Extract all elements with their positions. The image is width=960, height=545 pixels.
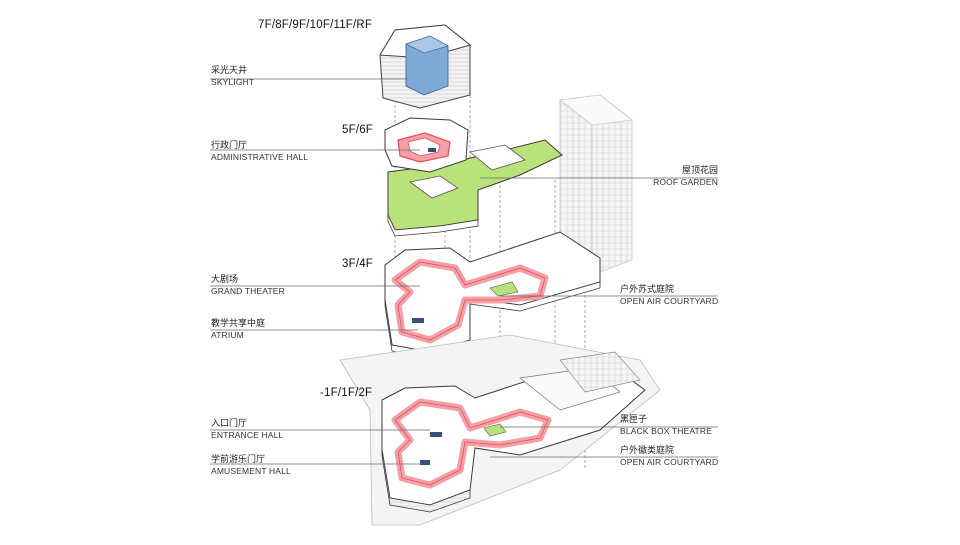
label-courtyard-su-en: OPEN AIR COURTYARD [620, 296, 719, 306]
label-atrium-en: ATRIUM [211, 330, 244, 340]
label-amusement-hall: 学前游乐门厅 AMUSEMENT HALL [211, 455, 291, 477]
label-amusement-hall-en: AMUSEMENT HALL [211, 466, 291, 476]
floor-title-ground: -1F/1F/2F [320, 387, 373, 399]
label-black-box: 黑匣子 BLACK BOX THEATRE [620, 415, 712, 437]
label-skylight-cn: 采光天井 [211, 66, 248, 76]
label-entrance-hall-en: ENTRANCE HALL [211, 430, 284, 440]
label-courtyard-su-cn: 户外苏式庭院 [620, 285, 675, 295]
label-courtyard-hui: 户外徽类庭院 OPEN AIR COURTYARD [620, 446, 718, 468]
floor-title-5-6: 5F/6F [342, 124, 374, 136]
label-courtyard-hui-en: OPEN AIR COURTYARD [620, 457, 719, 467]
label-admin-hall: 行政门厅 ADMINISTRATIVE HALL [211, 141, 308, 163]
upper-floors-block [379, 24, 472, 109]
floor-5-6 [384, 117, 563, 237]
label-roof-garden-cn: 屋顶花园 [681, 166, 718, 176]
label-admin-hall-cn: 行政门厅 [211, 141, 248, 151]
label-admin-hall-en: ADMINISTRATIVE HALL [211, 152, 309, 162]
floor-b1-2 [339, 334, 661, 526]
label-black-box-en: BLACK BOX THEATRE [620, 426, 712, 436]
label-black-box-cn: 黑匣子 [620, 415, 648, 425]
label-entrance-hall: 入口门厅 ENTRANCE HALL [211, 419, 283, 441]
leader-lines [210, 78, 718, 465]
label-grand-theater: 大剧场 GRAND THEATER [211, 275, 285, 297]
floor-title-upper: 7F/8F/9F/10F/11F/RF [258, 19, 373, 31]
tower-block [558, 94, 634, 276]
floor-title-3-4: 3F/4F [342, 258, 374, 270]
label-atrium-cn: 教学共享中庭 [211, 319, 266, 329]
label-skylight: 采光天井 SKYLIGHT [211, 66, 254, 88]
label-grand-theater-cn: 大剧场 [211, 275, 239, 285]
label-courtyard-su: 户外苏式庭院 OPEN AIR COURTYARD [620, 285, 718, 307]
label-courtyard-hui-cn: 户外徽类庭院 [620, 446, 675, 456]
label-roof-garden-en: ROOF GARDEN [653, 177, 718, 187]
label-amusement-hall-cn: 学前游乐门厅 [211, 455, 266, 465]
label-grand-theater-en: GRAND THEATER [211, 286, 285, 296]
label-entrance-hall-cn: 入口门厅 [211, 419, 248, 429]
label-skylight-en: SKYLIGHT [211, 77, 255, 87]
label-roof-garden: 屋顶花园 ROOF GARDEN [600, 166, 718, 188]
label-atrium: 教学共享中庭 ATRIUM [211, 319, 265, 341]
floor-3-4 [384, 231, 601, 359]
